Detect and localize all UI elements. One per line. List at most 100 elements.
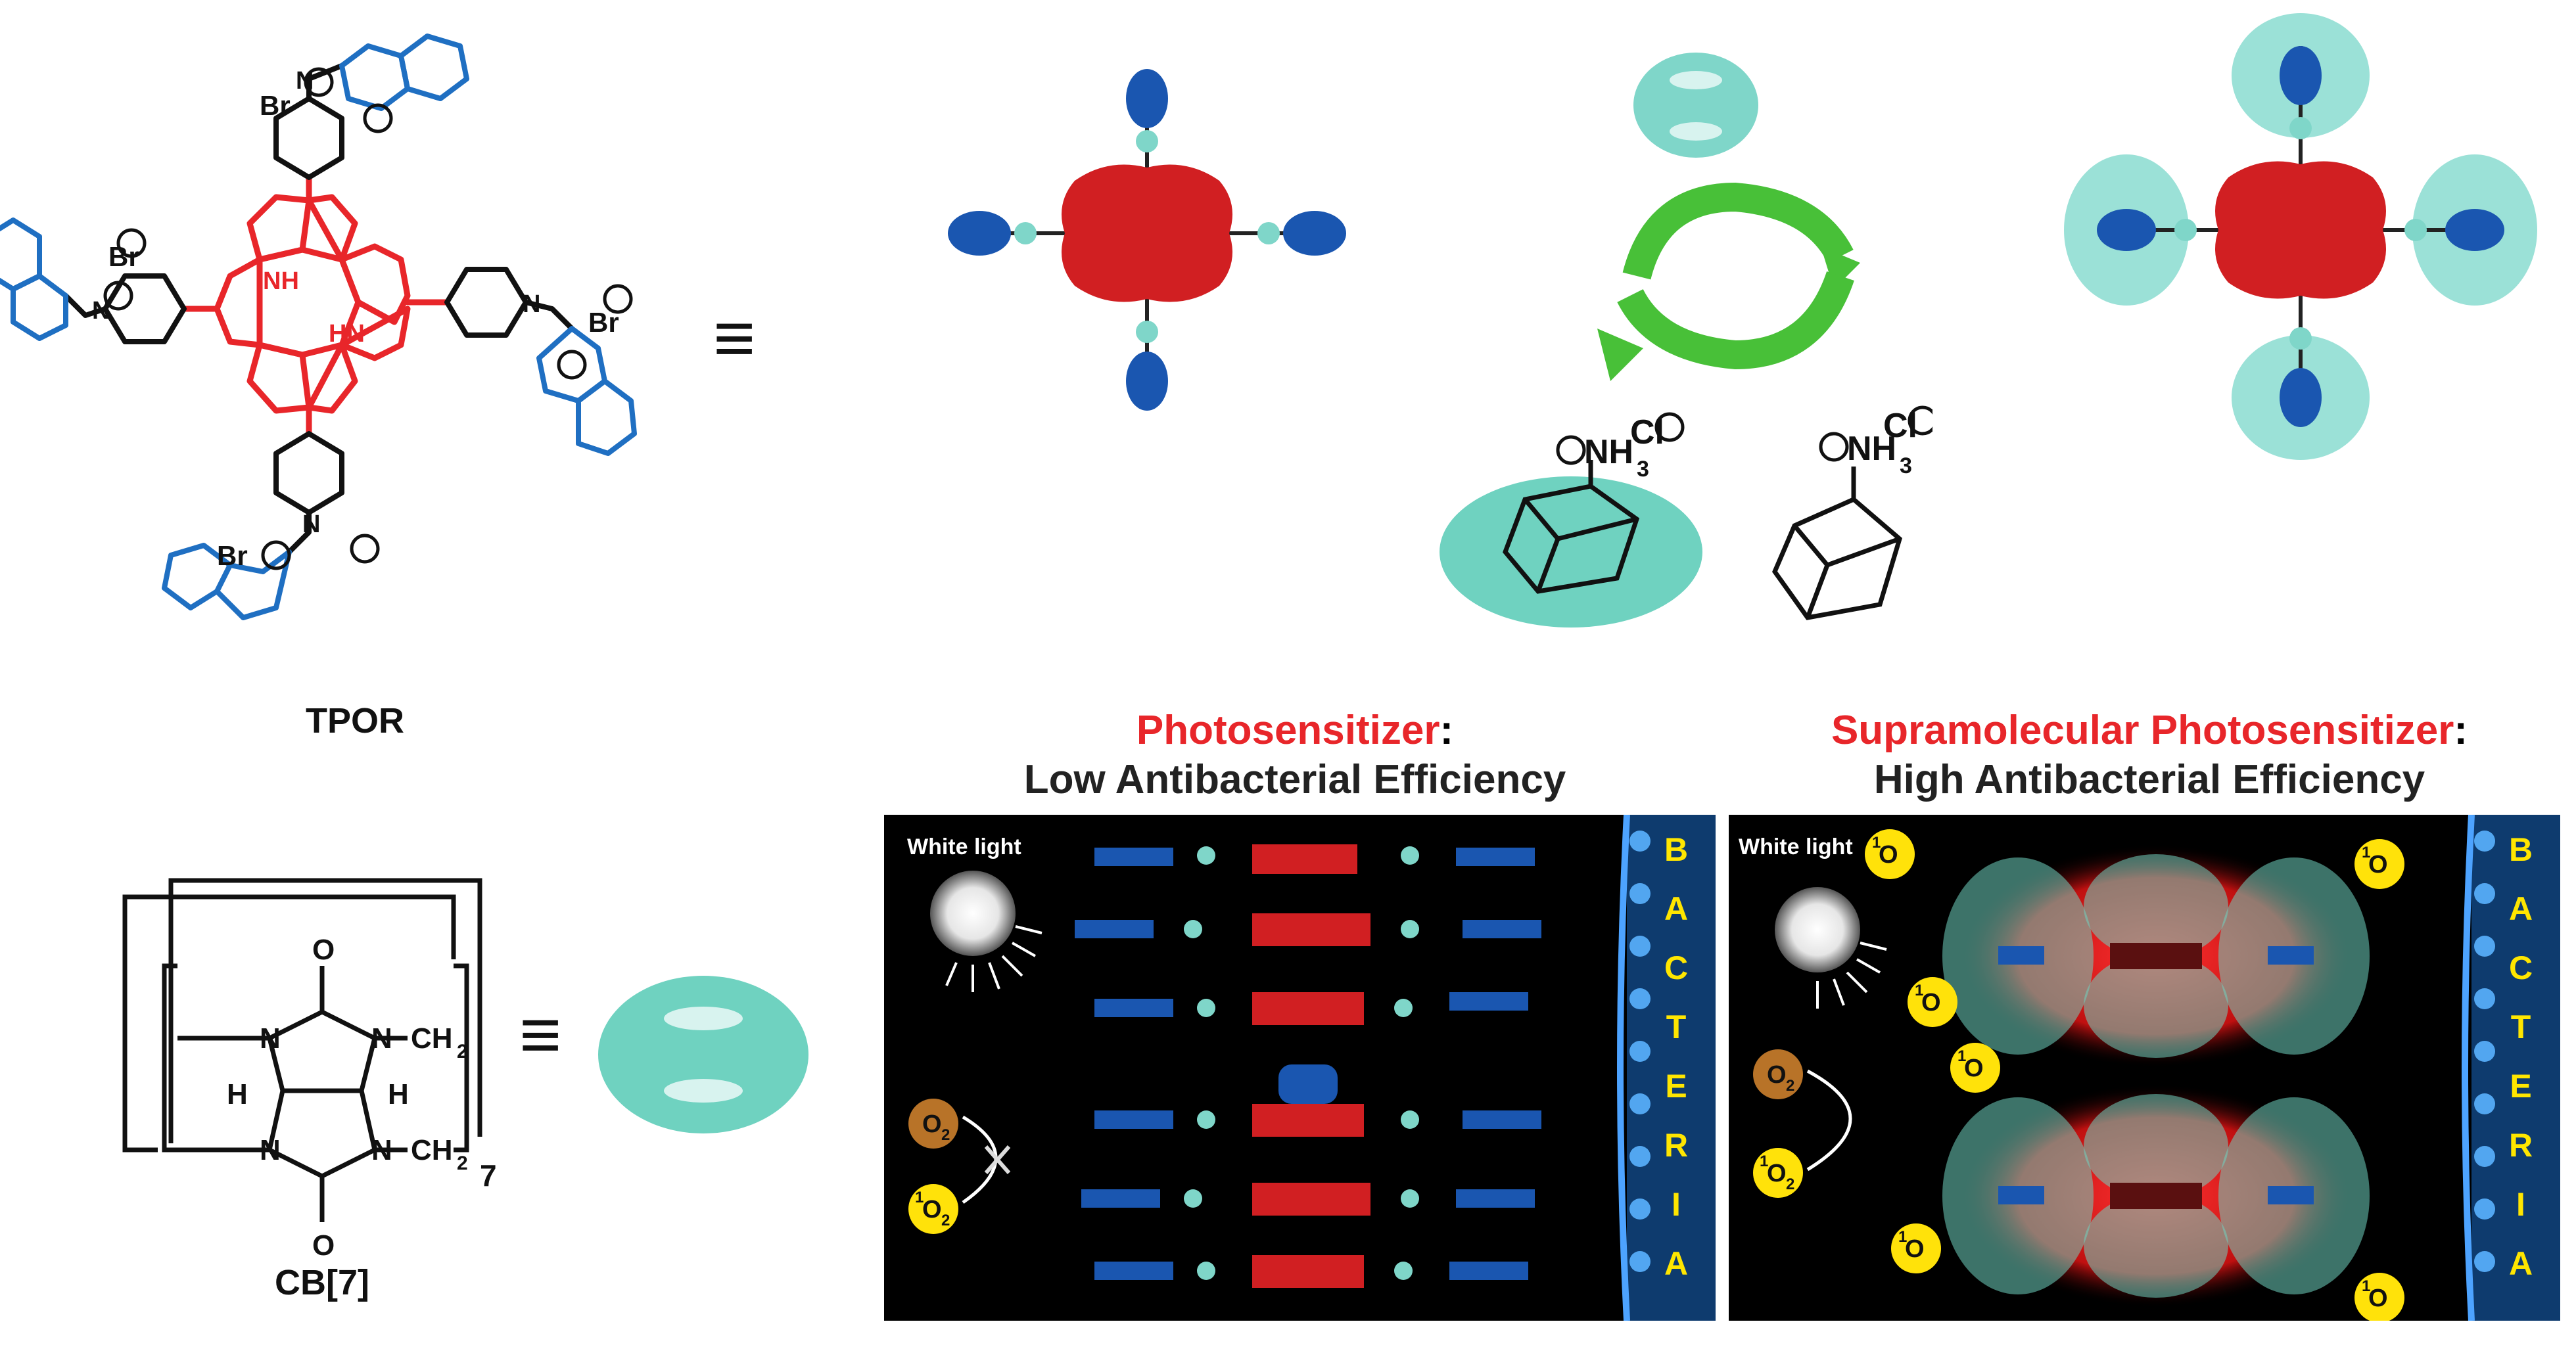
- porphyrin-core: [181, 174, 450, 437]
- svg-text:E: E: [2510, 1068, 2531, 1105]
- oxygen-label: O: [1905, 1235, 1925, 1263]
- bromide-label: Br: [260, 90, 291, 121]
- methylene-subscript: 2: [457, 1153, 468, 1174]
- oxygen-subscript: 2: [1786, 1077, 1794, 1095]
- singlet-superscript: 1: [2362, 1277, 2370, 1295]
- right-panel-title-colon: :: [2454, 708, 2468, 753]
- svg-text:T: T: [2511, 1009, 2531, 1045]
- ammonium-subscript: 3: [1637, 457, 1649, 482]
- charge-markers: [103, 67, 633, 570]
- cb7-label: CB[7]: [275, 1263, 369, 1302]
- oxygen-molecule: [908, 1099, 958, 1149]
- svg-text:I: I: [2516, 1186, 2525, 1223]
- svg-text:B: B: [2509, 831, 2533, 868]
- singlet-superscript: 1: [1957, 1047, 1966, 1065]
- porphyrin-disc: [2215, 161, 2386, 299]
- nitrogen-label: N: [371, 1134, 392, 1166]
- cb7-capsule: [1633, 53, 1758, 158]
- singlet-oxygen: [1753, 1148, 1803, 1198]
- hydrogen-label: H: [388, 1078, 409, 1110]
- white-light-label: White light: [907, 834, 1021, 859]
- oxygen-label: O: [1921, 989, 1941, 1016]
- pyridinium-rings: [63, 63, 574, 555]
- bromide-label: Br: [217, 540, 248, 571]
- svg-text:E: E: [1665, 1068, 1687, 1105]
- bacteria-label: B A C T E R I A: [1664, 831, 1688, 1282]
- charge-bead: [1014, 222, 1037, 244]
- right-panel-title-red: Supramolecular Photosensitizer: [1831, 708, 2454, 753]
- methylene-subscript: 2: [457, 1041, 468, 1062]
- svg-text:A: A: [2509, 890, 2533, 927]
- green-arrow-reverse: [1617, 271, 1854, 370]
- supramolecular-complex: [1942, 1084, 2370, 1308]
- exchange-cycle: NH 3 Cl NH 3 Cl: [1420, 39, 1932, 644]
- nitrogen-label: N: [260, 1134, 281, 1166]
- right-panel: O 2 1 O 2 1 O 1 O 1 O 1 O 1 O 1 O White …: [1729, 815, 2560, 1321]
- ammonium-subscript: 3: [1900, 453, 1912, 478]
- nitrogen-label: N: [371, 1022, 392, 1055]
- oxygen-label: O: [2368, 1285, 2388, 1312]
- svg-text:T: T: [1666, 1009, 1687, 1045]
- charge-bead: [1136, 321, 1158, 343]
- charge-bead: [1136, 130, 1158, 152]
- oxygen-subscript: 2: [941, 1212, 950, 1229]
- tpor-cartoon: [910, 59, 1384, 434]
- nitrogen-label: N: [260, 1022, 281, 1055]
- oxygen-subscript: 2: [941, 1126, 950, 1144]
- naphthyl-groups: [0, 34, 637, 620]
- pyridinium-n-right: N: [523, 290, 540, 318]
- svg-text:A: A: [1664, 890, 1688, 927]
- white-light-label: White light: [1739, 834, 1853, 859]
- left-panel: O 2 1 O 2 White light B A C T E R I A: [884, 815, 1716, 1321]
- oxygen-label: O: [922, 1196, 942, 1223]
- chloride-label: Cl: [1883, 407, 1917, 445]
- cb7-capsule-icon: [592, 969, 815, 1140]
- left-panel-title-red: Photosensitizer: [1136, 708, 1440, 753]
- svg-text:R: R: [1664, 1127, 1688, 1164]
- left-panel-title: Photosensitizer:: [868, 706, 1722, 755]
- singlet-superscript: 1: [1898, 1228, 1907, 1246]
- methylene-label: CH: [411, 1134, 453, 1166]
- left-panel-subtitle: Low Antibacterial Efficiency: [1023, 757, 1566, 802]
- white-light-source: [930, 871, 1016, 956]
- ammonium-label: NH: [1847, 430, 1896, 468]
- equivalence-symbol: ≡: [519, 994, 562, 1075]
- svg-text:C: C: [2509, 949, 2533, 986]
- methylene-label: CH: [411, 1022, 453, 1055]
- cb7-adamantane-complex: [1440, 476, 1702, 628]
- oxygen-label: O: [1767, 1160, 1787, 1187]
- porphyrin-disc: [1062, 164, 1232, 302]
- naphthyl-disc: [1126, 352, 1168, 411]
- svg-text:I: I: [1672, 1186, 1681, 1223]
- oxygen-label: O: [1879, 841, 1898, 869]
- cb7-structure: O O N N N N H H CH 2 CH 2 7 CB[7]: [112, 874, 539, 1321]
- adamantane-free: [1772, 467, 1903, 620]
- oxygen-molecule: [1753, 1049, 1803, 1099]
- chloride-label: Cl: [1630, 413, 1664, 451]
- ammonium-label: NH: [1584, 433, 1633, 471]
- svg-text:R: R: [2509, 1127, 2533, 1164]
- supramolecular-complex: [1942, 844, 2370, 1068]
- svg-text:A: A: [1664, 1245, 1688, 1282]
- carbonyl-oxygen: O: [312, 934, 335, 966]
- tpor-cb7-complex: [2064, 13, 2537, 460]
- repeat-count: 7: [480, 1158, 497, 1193]
- svg-text:A: A: [2509, 1245, 2533, 1282]
- charge-bead: [1257, 222, 1280, 244]
- oxygen-subscript: 2: [1786, 1176, 1794, 1193]
- tpor-label: TPOR: [306, 701, 404, 741]
- aggregated-photosensitizers: [1075, 844, 1541, 1288]
- singlet-oxygen-scatter: [1865, 829, 2404, 1321]
- hydrogen-label: H: [227, 1078, 248, 1110]
- oxygen-label: O: [922, 1110, 942, 1138]
- oxygen-label: O: [1767, 1061, 1787, 1089]
- tpor-structure: NH HN N N N N Br Br Br Br TPOR: [0, 0, 723, 775]
- naphthyl-disc: [1283, 211, 1346, 256]
- singlet-superscript: 1: [2362, 844, 2370, 861]
- singlet-superscript: 1: [1872, 834, 1881, 852]
- oxygen-label: O: [2368, 851, 2388, 879]
- naphthyl-disc: [948, 211, 1011, 256]
- pyridinium-n-bottom: N: [302, 511, 320, 538]
- carbonyl-oxygen: O: [312, 1229, 335, 1262]
- svg-text:B: B: [1664, 831, 1688, 868]
